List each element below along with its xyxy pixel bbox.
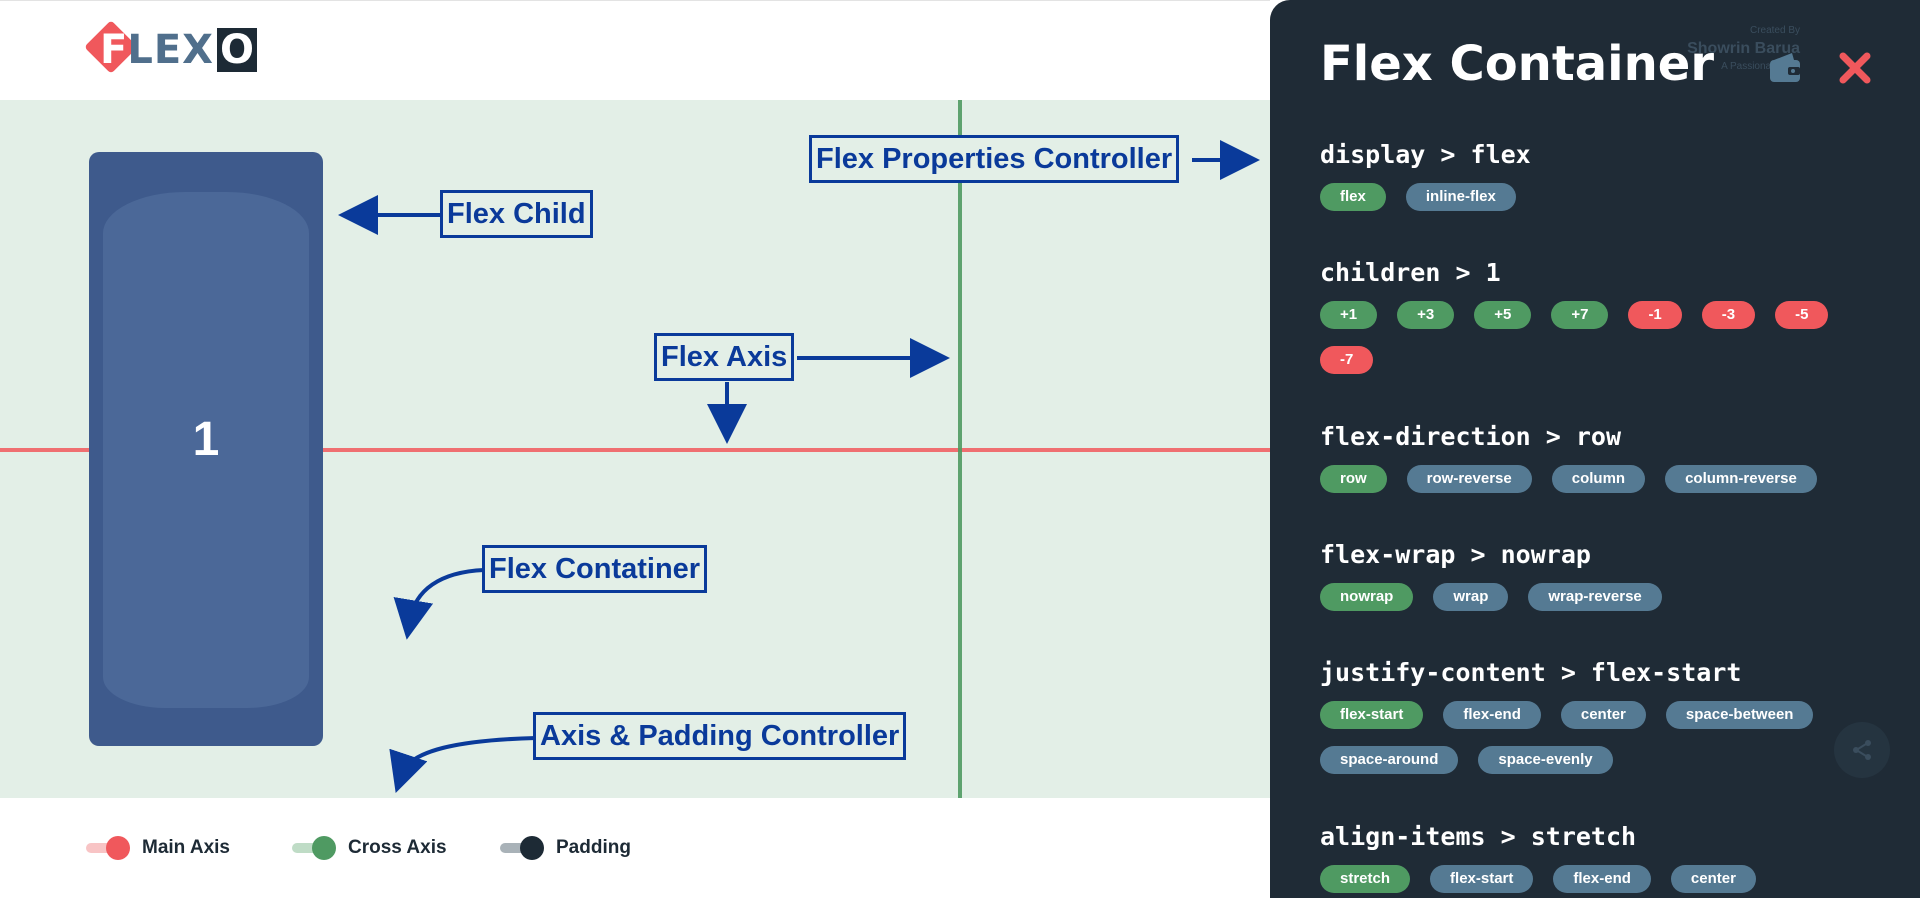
flex-child-number: 1 xyxy=(192,413,220,466)
option-chip-align-items[interactable]: center xyxy=(1670,865,1756,893)
arrow-to-legend xyxy=(389,736,537,793)
option-chip-children[interactable]: +5 xyxy=(1474,301,1532,329)
annotation-flex-properties-controller: Flex Properties Controller xyxy=(809,135,1180,183)
main-axis-label: Main Axis xyxy=(142,837,230,858)
padding-toggle[interactable] xyxy=(500,836,544,860)
property-options-flex-wrap: nowrap wrap wrap-reverse xyxy=(1320,583,1880,611)
option-chip-justify-content[interactable]: flex-start xyxy=(1320,701,1424,729)
option-chip-display[interactable]: flex xyxy=(1320,183,1386,211)
wallet-icon[interactable] xyxy=(1768,50,1802,84)
property-options-children: +1 +3 +5 +7 -1 -3 -5 -7 xyxy=(1320,301,1880,374)
option-chip-align-items[interactable]: flex-start xyxy=(1430,865,1534,893)
property-group-display: display > flex flex inline-flex xyxy=(1320,140,1880,211)
toggle-track xyxy=(500,843,536,853)
creator-credit: Created By Showrin Barua A Passionate De… xyxy=(1650,22,1800,76)
option-chip-justify-content[interactable]: flex-end xyxy=(1443,701,1541,729)
main-axis-toggle[interactable] xyxy=(86,836,130,860)
option-chip-align-items[interactable]: stretch xyxy=(1320,865,1411,893)
credit-top: Created By xyxy=(1749,25,1800,36)
app-header: F LEX O xyxy=(0,0,1270,101)
toggle-knob xyxy=(106,836,130,860)
option-chip-children[interactable]: -3 xyxy=(1701,301,1756,329)
property-heading-flex-wrap: flex-wrap > nowrap xyxy=(1320,540,1591,569)
property-group-align-items: align-items > stretch stretch flex-start fl… xyxy=(1320,822,1880,893)
flexo-logo[interactable]: F LEX O xyxy=(84,20,257,75)
arrow-to-container xyxy=(393,568,485,640)
option-chip-children[interactable]: -1 xyxy=(1628,301,1682,329)
main-axis-line xyxy=(0,448,1270,452)
option-chip-children[interactable]: +3 xyxy=(1397,301,1455,329)
option-chip-flex-wrap[interactable]: wrap xyxy=(1433,583,1509,611)
flex-child-background-shape xyxy=(103,192,309,708)
option-chip-display[interactable]: inline-flex xyxy=(1405,183,1516,211)
main-axis-toggle-row[interactable]: Main Axis xyxy=(86,836,230,860)
option-chip-flex-direction[interactable]: row-reverse xyxy=(1406,465,1532,493)
option-chip-children[interactable]: +1 xyxy=(1320,301,1378,329)
flex-child-item[interactable]: 1 xyxy=(89,152,323,746)
credit-name: Showrin Barua xyxy=(1687,40,1800,57)
logo-letter-o: O xyxy=(216,27,257,73)
cross-axis-label: Cross Axis xyxy=(348,837,447,858)
property-heading-align-items: align-items > stretch xyxy=(1320,822,1637,851)
property-group-children: children > 1 +1 +3 +5 +7 -1 -3 -5 -7 xyxy=(1320,258,1880,374)
option-chip-flex-direction[interactable]: column-reverse xyxy=(1665,465,1817,493)
option-chip-flex-direction[interactable]: row xyxy=(1320,465,1387,493)
annotation-flex-child: Flex Child xyxy=(440,190,593,238)
logo-letter-f: F xyxy=(100,27,128,73)
property-heading-display: display > flex xyxy=(1320,140,1531,169)
option-chip-children[interactable]: -5 xyxy=(1775,301,1829,329)
cross-axis-toggle-row[interactable]: Cross Axis xyxy=(292,836,447,860)
credit-bottom: A Passionate Dev xyxy=(1721,61,1800,72)
annotation-axis-padding-controller: Axis & Padding Controller xyxy=(533,712,907,760)
property-group-flex-wrap: flex-wrap > nowrap nowrap wrap wrap-reverse xyxy=(1320,540,1880,611)
logo-letters-lex: LEX xyxy=(127,27,214,73)
property-heading-flex-direction: flex-direction > row xyxy=(1320,422,1622,451)
annotation-flex-axis: Flex Axis xyxy=(654,333,795,381)
option-chip-justify-content[interactable]: space-evenly xyxy=(1478,746,1613,774)
option-chip-align-items[interactable]: flex-end xyxy=(1553,865,1651,893)
property-options-align-items: stretch flex-start flex-end center xyxy=(1320,865,1880,893)
property-options-justify-content: flex-start flex-end center space-between spa… xyxy=(1320,701,1880,774)
option-chip-justify-content[interactable]: space-between xyxy=(1665,701,1814,729)
padding-toggle-row[interactable]: Padding xyxy=(500,836,631,860)
option-chip-justify-content[interactable]: center xyxy=(1560,701,1646,729)
option-chip-justify-content[interactable]: space-around xyxy=(1320,746,1459,774)
property-group-flex-direction: flex-direction > row row row-reverse column… xyxy=(1320,422,1880,493)
annotation-flex-container: Flex Contatiner xyxy=(482,545,708,593)
flex-container-playground[interactable]: 1 Flex Child Flex Properties Controller … xyxy=(0,100,1270,798)
flex-properties-panel: Created By Showrin Barua A Passionate De… xyxy=(1270,0,1920,898)
option-chip-flex-wrap[interactable]: wrap-reverse xyxy=(1528,583,1662,611)
toggle-track xyxy=(86,843,122,853)
panel-title: Flex Container xyxy=(1320,36,1715,92)
option-chip-children[interactable]: -7 xyxy=(1320,346,1374,374)
option-chip-flex-direction[interactable]: column xyxy=(1551,465,1646,493)
toggle-track xyxy=(292,843,328,853)
property-heading-children: children > 1 xyxy=(1320,258,1501,287)
axis-padding-controls: Main Axis Cross Axis Padding xyxy=(0,798,1270,898)
property-options-display: flex inline-flex xyxy=(1320,183,1880,211)
option-chip-children[interactable]: +7 xyxy=(1551,301,1609,329)
share-icon[interactable] xyxy=(1834,722,1890,778)
padding-label: Padding xyxy=(556,837,631,858)
annotation-arrows xyxy=(338,140,1260,793)
cross-axis-line xyxy=(958,100,962,798)
toggle-knob xyxy=(312,836,336,860)
close-icon[interactable] xyxy=(1835,48,1875,88)
property-heading-justify-content: justify-content > flex-start xyxy=(1320,658,1742,687)
toggle-knob xyxy=(520,836,544,860)
cross-axis-toggle[interactable] xyxy=(292,836,336,860)
option-chip-flex-wrap[interactable]: nowrap xyxy=(1320,583,1414,611)
property-options-flex-direction: row row-reverse column column-reverse xyxy=(1320,465,1880,493)
